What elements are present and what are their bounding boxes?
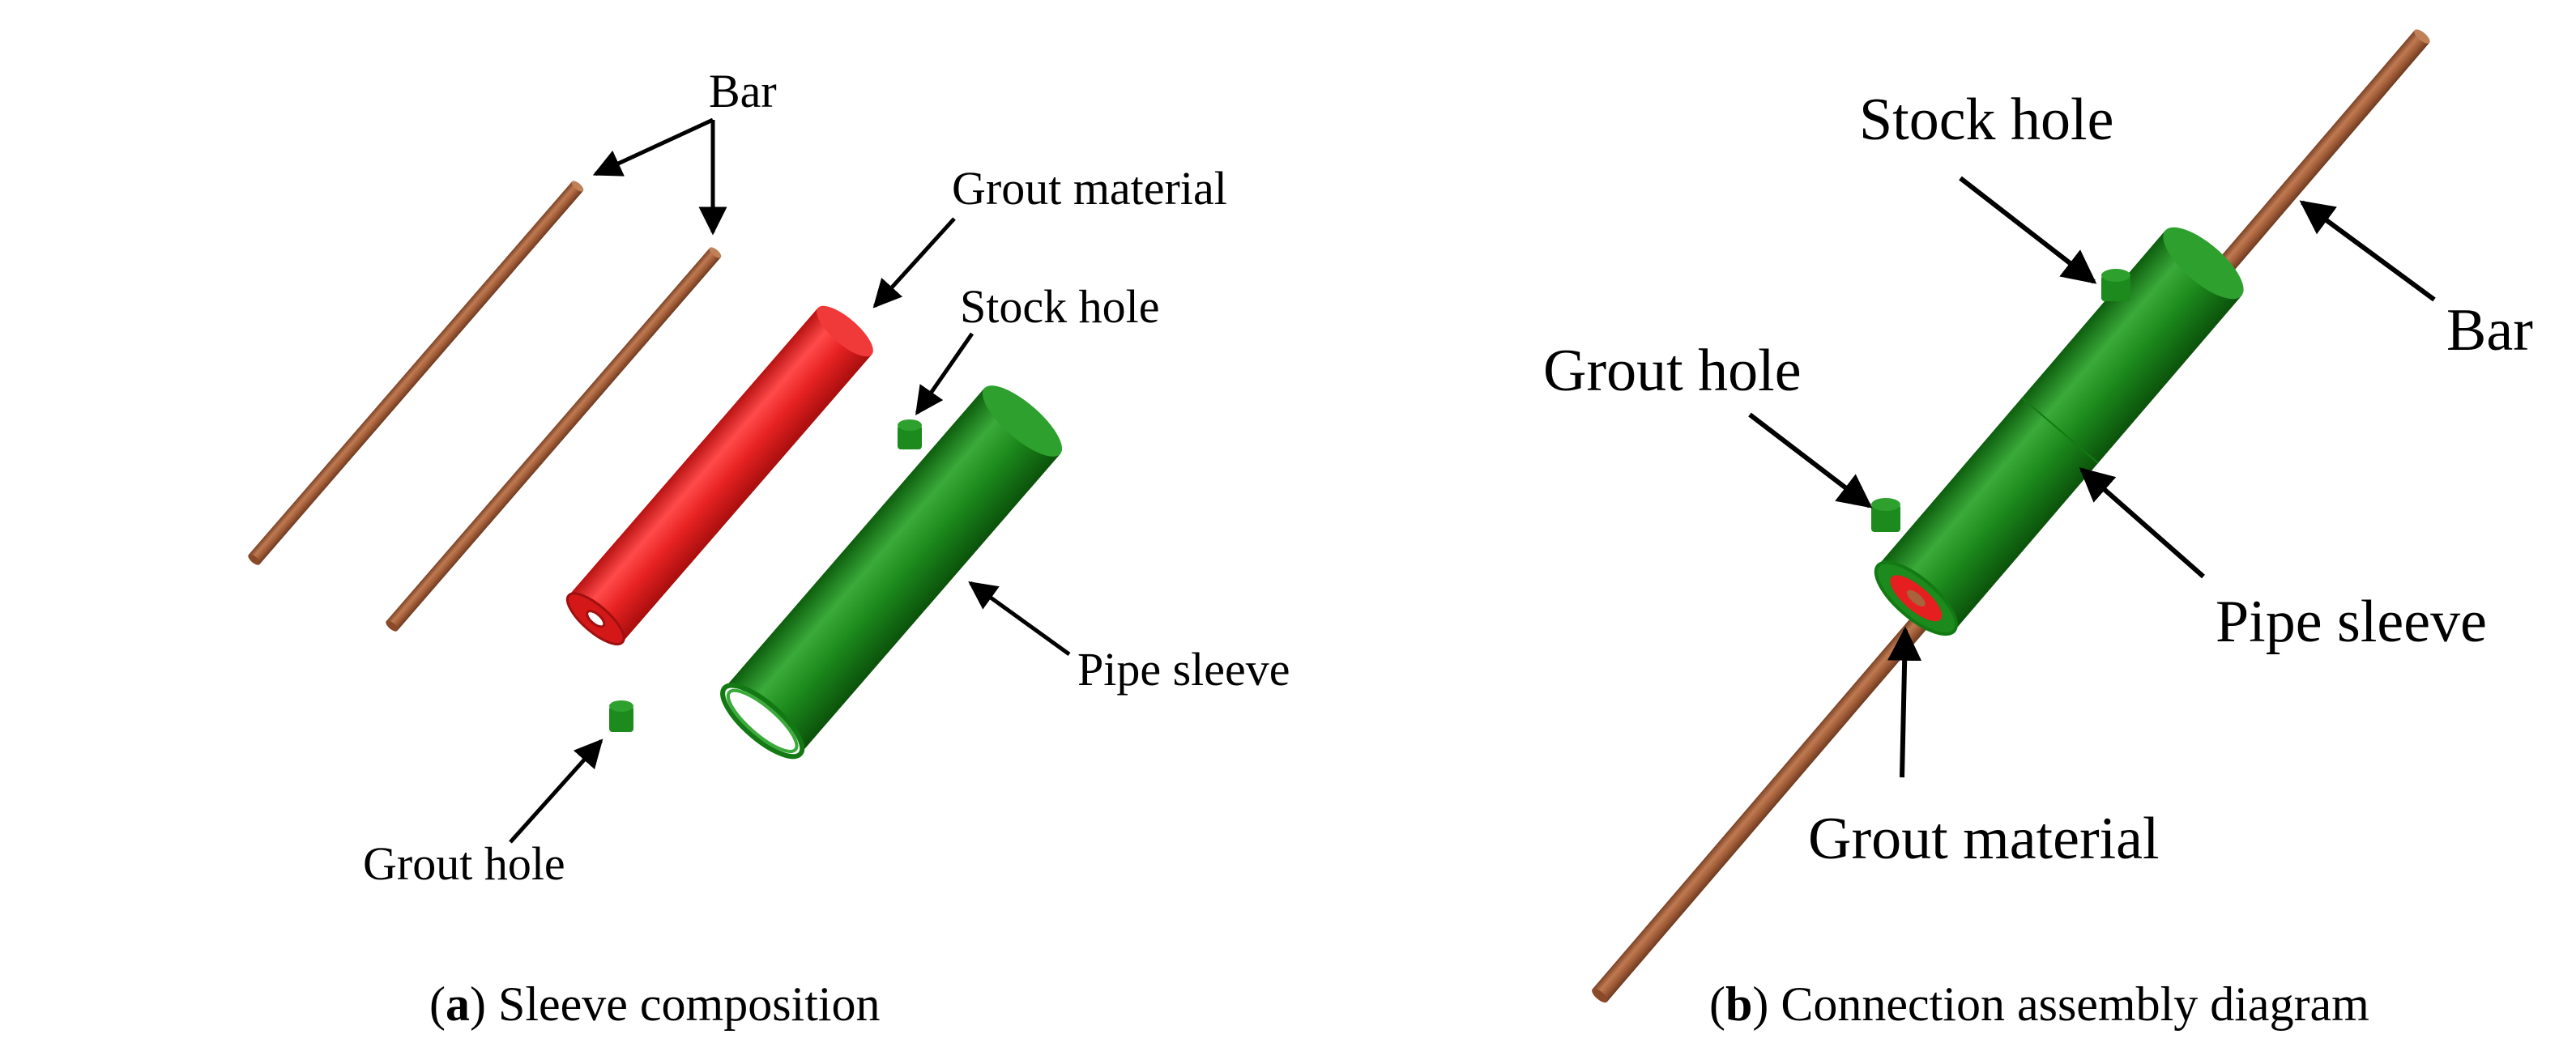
label-grout-material-a: Grout material xyxy=(952,162,1227,215)
pipe-sleeve-cylinder xyxy=(720,385,1063,760)
label-bar-a: Bar xyxy=(709,65,777,117)
arrow-pipe-sleeve-a xyxy=(968,581,1071,657)
label-grout-material-b: Grout material xyxy=(1808,806,2160,872)
label-pipe-sleeve-a: Pipe sleeve xyxy=(1077,643,1290,696)
caption-a: (a) Sleeve composition xyxy=(429,977,881,1031)
arrow-bar-a-1 xyxy=(592,117,714,177)
arrow-grout-material-a xyxy=(872,217,956,309)
arrow-grout-material-b xyxy=(1887,626,1922,778)
arrow-grout-hole-a xyxy=(509,738,603,844)
stock-hole-nub-a xyxy=(898,419,922,449)
label-stock-hole-a: Stock hole xyxy=(960,280,1159,333)
grout-hole-nub-b xyxy=(1871,498,1900,532)
label-grout-hole-a: Grout hole xyxy=(363,837,565,890)
arrow-grout-hole-b xyxy=(1748,412,1873,509)
grout-material-cylinder xyxy=(565,305,873,645)
pipe-sleeve-cylinder-b xyxy=(1874,227,2244,636)
panel-a: Bar Grout material Stock hole Pipe sleev… xyxy=(248,65,1290,1031)
label-pipe-sleeve-b: Pipe sleeve xyxy=(2216,589,2487,655)
stock-hole-nub-b xyxy=(2101,269,2130,301)
bar-rod-2 xyxy=(386,247,722,632)
bar-rod-1 xyxy=(248,181,584,565)
label-stock-hole-b: Stock hole xyxy=(1859,87,2113,153)
grout-hole-nub-a xyxy=(609,700,633,732)
label-bar-b: Bar xyxy=(2446,297,2533,364)
caption-b: (b) Connection assembly diagram xyxy=(1709,977,2369,1031)
arrow-stock-hole-a xyxy=(915,332,975,415)
arrow-stock-hole-b xyxy=(1959,176,2097,284)
label-grout-hole-b: Grout hole xyxy=(1543,338,1802,404)
arrow-bar-b xyxy=(2299,200,2436,302)
panel-b: Stock hole Bar Grout hole Pipe sleeve Gr… xyxy=(1543,29,2533,1031)
arrow-pipe-sleeve-b xyxy=(2079,467,2205,579)
